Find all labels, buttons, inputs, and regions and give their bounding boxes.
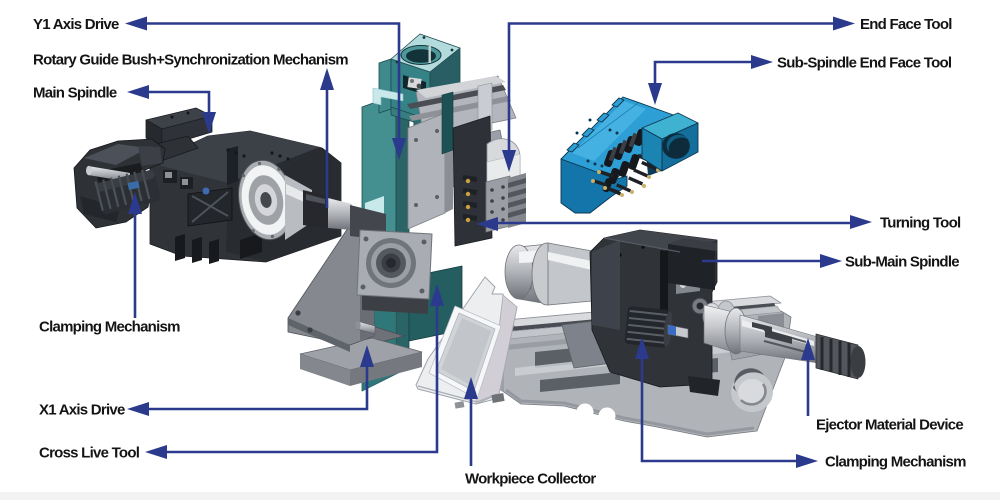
svg-text:Cross Live Tool: Cross Live Tool (39, 445, 140, 462)
svg-text:Main Spindle: Main Spindle (33, 85, 117, 102)
svg-text:Sub-Main Spindle: Sub-Main Spindle (845, 254, 959, 271)
svg-text:End Face Tool: End Face Tool (860, 16, 952, 33)
svg-text:Turning Tool: Turning Tool (880, 215, 961, 232)
svg-text:Y1 Axis Drive: Y1 Axis Drive (33, 16, 119, 33)
svg-text:Workpiece Collector: Workpiece Collector (465, 471, 596, 488)
svg-text:Sub-Spindle End Face Tool: Sub-Spindle End Face Tool (777, 55, 952, 72)
svg-text:Clamping Mechanism: Clamping Mechanism (39, 319, 180, 336)
svg-text:Clamping Mechanism: Clamping Mechanism (825, 454, 966, 471)
svg-text:Rotary Guide Bush+Synchronizat: Rotary Guide Bush+Synchronization Mechan… (33, 52, 348, 69)
svg-text:X1 Axis Drive: X1 Axis Drive (39, 402, 125, 419)
svg-text:Ejector Material Device: Ejector Material Device (816, 417, 963, 434)
